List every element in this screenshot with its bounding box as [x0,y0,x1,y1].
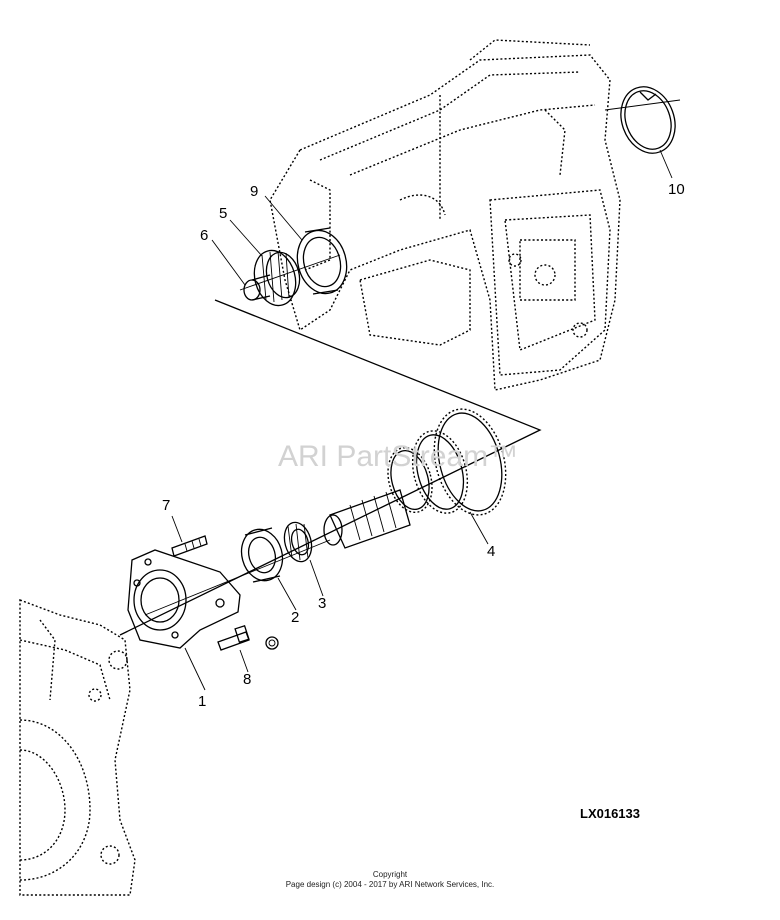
diagram-reference-code: LX016133 [580,806,640,821]
watermark: ARI PartStream™ [278,440,518,473]
callout-7: 7 [162,497,170,514]
callout-6: 6 [200,227,208,244]
callout-3: 3 [318,595,326,612]
bolt-and-nut-part-8 [217,624,279,651]
bearing-cup-part-2 [240,527,284,583]
callout-9: 9 [250,183,258,200]
callout-10: 10 [668,181,685,198]
callout-1: 1 [198,693,206,710]
front-axle-housing [19,598,136,896]
callout-labels: 1 2 3 4 5 6 7 8 9 10 [162,181,685,710]
assembly-guide-lines [119,99,681,636]
callout-8: 8 [243,671,251,688]
bearing-cone-part-5 [253,249,301,307]
stud-bolt-part-7 [171,535,208,557]
snap-ring-part-10 [620,86,676,154]
bearing-part-3 [283,521,313,563]
transmission-housing [269,39,621,391]
bearing-housing-part-1 [127,549,241,649]
leader-lines [171,149,673,691]
bearing-cup-part-9 [296,227,348,295]
callout-2: 2 [291,609,299,626]
copyright-label: Copyright [372,870,408,879]
page-design-text: Page design (c) 2004 - 2017 by ARI Netwo… [285,880,495,889]
callout-4: 4 [487,543,495,560]
gear-shaft-part-4 [323,408,507,549]
callout-5: 5 [219,205,227,222]
shaft-stub-part-6 [243,274,271,301]
